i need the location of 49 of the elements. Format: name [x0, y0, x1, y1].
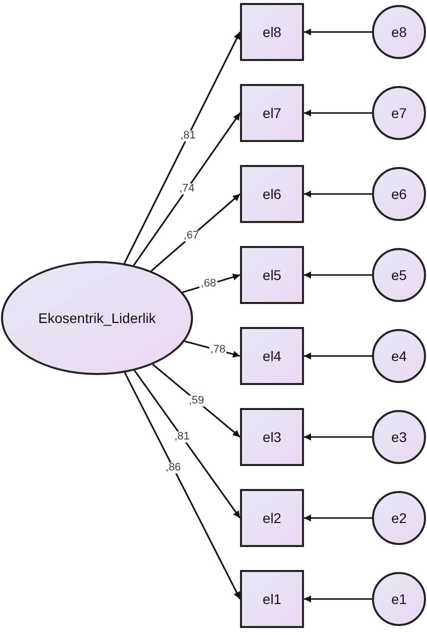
arrow: [304, 352, 372, 360]
edge-label: ,74: [178, 184, 196, 195]
node-label: e8: [391, 22, 407, 42]
indicator-box: [240, 246, 304, 304]
edge-label: ,81: [179, 130, 197, 142]
arrow: [182, 274, 240, 294]
edge-label: ,67: [182, 230, 200, 242]
node-label: e4: [391, 346, 407, 366]
arrow: [184, 340, 240, 358]
node-label: e5: [391, 266, 407, 284]
indicator-box: [240, 408, 304, 466]
node-label: el3: [262, 428, 282, 446]
node-label: el5: [262, 266, 282, 284]
indicator-box: [240, 84, 304, 142]
node-label: el7: [262, 104, 282, 122]
arrow: [304, 28, 372, 36]
arrow: [304, 272, 372, 278]
indicator-box: [240, 165, 304, 223]
indicator-box: [240, 3, 304, 61]
arrow: [304, 596, 372, 602]
node-label: el2: [262, 508, 282, 528]
node-label: e7: [391, 104, 407, 122]
arrow: [124, 372, 241, 600]
arrow: [134, 370, 241, 518]
arrow: [150, 193, 241, 272]
edge-label: ,81: [173, 431, 191, 442]
node-label: Ekosentrik_Liderlik: [38, 308, 156, 328]
indicator-box: [240, 327, 304, 385]
arrow: [304, 190, 372, 198]
arrow: [124, 32, 241, 264]
indicator-box: [240, 570, 304, 628]
node-label: el1: [262, 590, 282, 608]
edge-label: ,86: [164, 462, 182, 474]
arrow: [304, 110, 372, 116]
edge-label: ,68: [200, 278, 218, 290]
arrow: [304, 514, 372, 522]
node-label: e3: [391, 428, 407, 446]
edge-label: ,59: [188, 395, 206, 406]
arrow: [152, 364, 241, 438]
arrow: [304, 434, 372, 440]
node-label: el8: [262, 22, 282, 42]
node-label: el4: [262, 346, 282, 366]
node-label: e6: [391, 184, 407, 204]
indicator-box: [240, 489, 304, 547]
edge-label: ,78: [209, 344, 226, 356]
arrow: [133, 112, 241, 266]
node-label: e2: [391, 508, 407, 528]
node-label: e1: [391, 590, 407, 608]
node-label: el6: [262, 184, 282, 204]
